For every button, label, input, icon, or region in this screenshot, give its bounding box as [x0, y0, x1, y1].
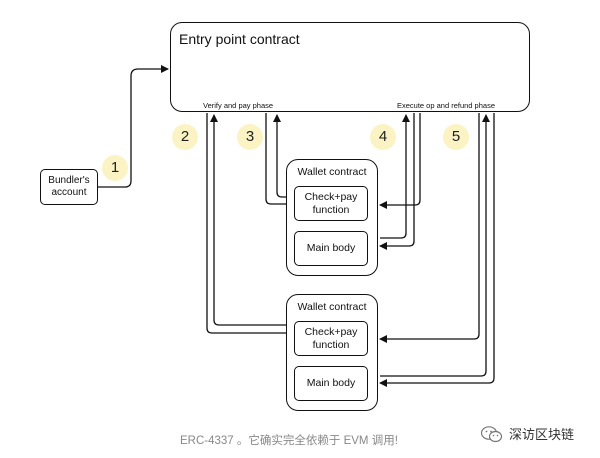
- wallet-1-check-pay-line1: Check+pay: [304, 191, 358, 203]
- wallet-1-main-body-label: Main body: [306, 242, 356, 255]
- arrow-check1-to-entry: [273, 114, 294, 198]
- step-4-badge: 4: [370, 124, 396, 150]
- arrow-entry-to-main2-outer: [379, 113, 495, 387]
- wallet-contract-1: Wallet contract Check+pay function Main …: [286, 159, 378, 276]
- arrow-entry-to-main1-outer: [379, 113, 415, 250]
- wallet-2-check-pay-line2: function: [312, 338, 350, 351]
- execute-refund-phase-label: Execute op and refund phase: [397, 101, 495, 110]
- arrow-entry-to-check1-exec: [379, 113, 421, 209]
- wallet-1-main-body: Main body: [294, 231, 368, 266]
- wallet-contract-2-title: Wallet contract: [297, 301, 367, 313]
- wallet-1-check-pay-function: Check+pay function: [294, 186, 368, 221]
- arrow-check2-to-entry-inner: [210, 114, 294, 326]
- arrow-bundler-to-entry: [98, 65, 169, 188]
- entry-point-contract: Entry point contract: [170, 22, 530, 112]
- wallet-2-check-pay-function: Check+pay function: [294, 321, 368, 356]
- watermark: 深访区块链: [481, 424, 574, 443]
- watermark-text: 深访区块链: [509, 427, 575, 442]
- step-5-badge: 5: [443, 124, 469, 150]
- verify-pay-phase-label: Verify and pay phase: [203, 101, 274, 110]
- arrow-entry-to-check2-outer: [206, 113, 295, 337]
- step-3-badge: 3: [237, 124, 263, 150]
- wallet-contract-1-title: Wallet contract: [297, 166, 367, 178]
- arrow-entry-to-check1: [265, 113, 295, 208]
- wallet-1-check-pay-line2: function: [312, 203, 350, 216]
- arrow-entry-to-check2-exec: [379, 113, 480, 343]
- wallet-2-main-body-label: Main body: [306, 377, 356, 390]
- bundler-label-line1: Bundler's: [48, 175, 90, 186]
- wallet-2-main-body: Main body: [294, 366, 368, 401]
- arrow-main1-to-entry-inner: [380, 114, 410, 239]
- step-2-badge: 2: [172, 124, 198, 150]
- bundler-account-box: Bundler's account: [40, 169, 98, 205]
- wallet-contract-2: Wallet contract Check+pay function Main …: [286, 294, 378, 411]
- step-1-badge: 1: [102, 155, 128, 181]
- wechat-icon: [481, 425, 503, 442]
- figure-caption: ERC-4337 。它确实完全依赖于 EVM 调用!: [180, 435, 398, 447]
- arrow-main2-to-entry-inner: [380, 114, 490, 377]
- wallet-2-check-pay-line1: Check+pay: [304, 326, 358, 338]
- bundler-label-line2: account: [51, 187, 87, 198]
- entry-point-title: Entry point contract: [179, 31, 300, 47]
